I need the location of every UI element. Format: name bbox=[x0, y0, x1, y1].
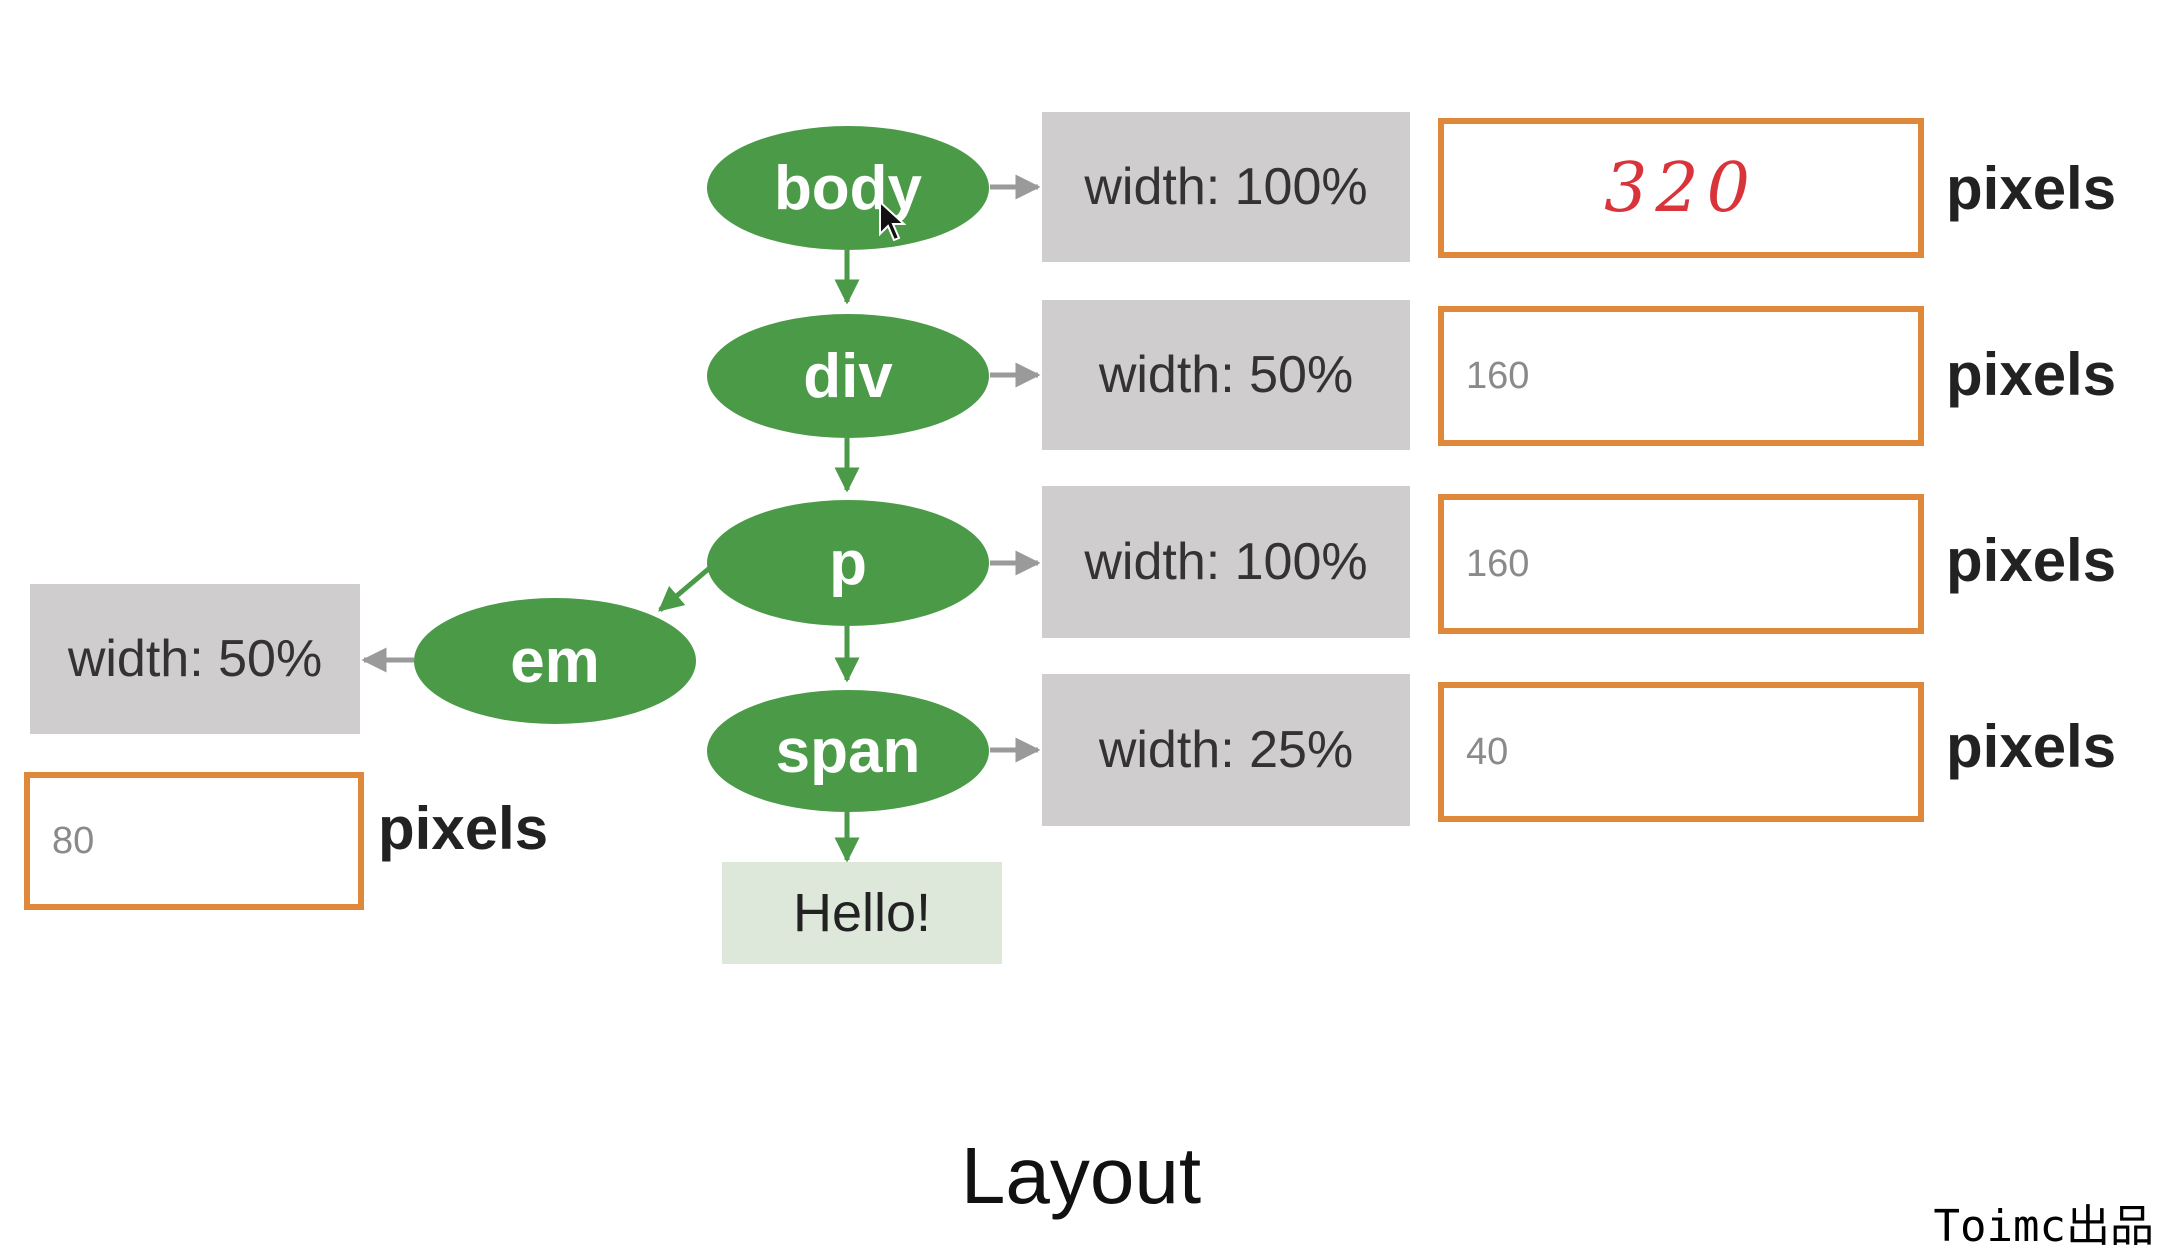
answer-field-span[interactable]: 40 bbox=[1438, 682, 1924, 822]
watermark: Toimc出品 bbox=[1933, 1201, 2154, 1252]
unit-label-body: pixels bbox=[1946, 155, 2117, 222]
answer-field-em[interactable]: 80 bbox=[24, 772, 364, 910]
node-body: body bbox=[707, 126, 989, 250]
mouse-cursor-icon bbox=[879, 200, 906, 242]
unit-label-p: pixels bbox=[1946, 527, 2117, 594]
width-box-div: width: 50% bbox=[1042, 300, 1410, 450]
node-span: span bbox=[707, 690, 989, 812]
answer-field-div[interactable]: 160 bbox=[1438, 306, 1924, 446]
width-box-span: width: 25% bbox=[1042, 674, 1410, 826]
node-div: div bbox=[707, 314, 989, 438]
slide-caption: Layout bbox=[960, 1131, 1202, 1220]
edge-p-em bbox=[658, 564, 714, 612]
width-box-p: width: 100% bbox=[1042, 486, 1410, 638]
unit-label-span: pixels bbox=[1946, 713, 2117, 780]
width-box-em: width: 50% bbox=[30, 584, 360, 734]
unit-label-div: pixels bbox=[1946, 341, 2117, 408]
node-em: em bbox=[414, 598, 696, 724]
unit-label-em: pixels bbox=[378, 795, 549, 862]
node-p: p bbox=[707, 500, 989, 626]
width-box-body: width: 100% bbox=[1042, 112, 1410, 262]
text-node-hello: Hello! bbox=[722, 862, 1002, 964]
answer-field-body[interactable]: 320 bbox=[1438, 118, 1924, 258]
answer-field-p[interactable]: 160 bbox=[1438, 494, 1924, 634]
